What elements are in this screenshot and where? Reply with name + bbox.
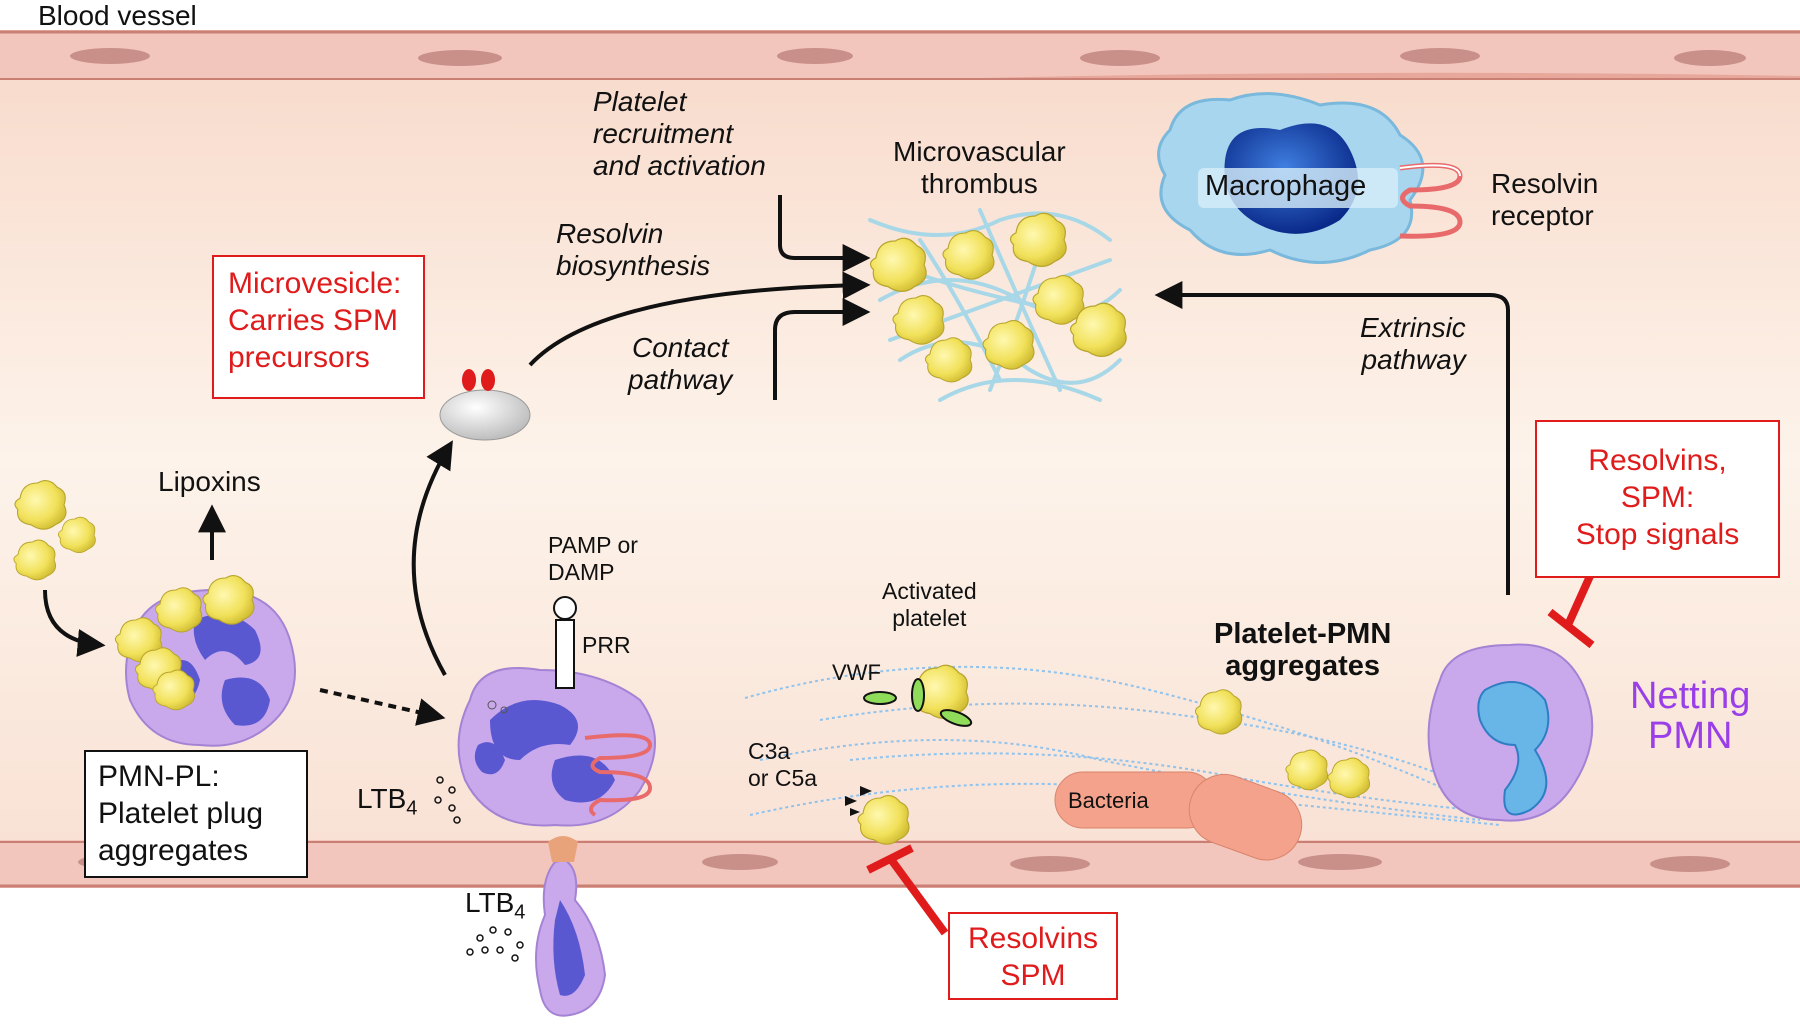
label-prr: PRR (582, 632, 631, 658)
page-title: Blood vessel (38, 0, 197, 31)
label-platelet-recruitment: Platelet recruitment and activation (593, 86, 766, 181)
macrophage-cell (1157, 92, 1425, 264)
arrows (43, 195, 1510, 726)
label-ltb4: LTB4 (357, 783, 418, 820)
label-activated-platelet: Activated platelet (882, 578, 977, 631)
label-resolvin-receptor: Resolvin receptor (1491, 168, 1599, 231)
label-netting-pmn: Netting PMN (1630, 675, 1751, 757)
label-contact-pathway: Contact pathway (628, 332, 733, 395)
pmn-cell (457, 596, 656, 827)
label-ltb4-tissue: LTB4 (465, 887, 526, 924)
pmn-platelet-aggregate (114, 574, 296, 747)
label-platelet-pmn-aggregates: Platelet-PMN aggregates (1214, 618, 1392, 682)
label-resolvin-biosynthesis: Resolvin biosynthesis (556, 218, 711, 281)
microvesicle (439, 369, 531, 441)
netting-pmn-cell (1427, 643, 1594, 822)
stop-signals-box: Resolvins, SPM: Stop signals (1535, 420, 1780, 578)
ltb4-dots (434, 776, 524, 962)
label-c3a-c5a: C3a or C5a (748, 738, 818, 791)
resolvins-spm-box: Resolvins SPM (948, 912, 1118, 1000)
label-bacteria: Bacteria (1068, 788, 1149, 813)
label-pamp-damp: PAMP or DAMP (548, 532, 638, 585)
vessel-wall-top (0, 30, 1800, 86)
activated-platelet (863, 664, 973, 727)
bacteria (1054, 771, 1303, 861)
microvesicle-box: Microvesicle: Carries SPM precursors (212, 255, 425, 399)
transmigrating-pmn (535, 836, 607, 1017)
pmn-pl-box: PMN-PL: Platelet plug aggregates (84, 750, 308, 878)
label-vwf: VWF (832, 660, 881, 685)
label-microvascular-thrombus: Microvascular thrombus (893, 136, 1066, 199)
resolvin-receptor-icon (1399, 162, 1463, 239)
label-lipoxins: Lipoxins (158, 466, 261, 497)
platelet-at-wall (845, 786, 910, 845)
label-extrinsic-pathway: Extrinsic pathway (1360, 312, 1466, 375)
inhibitor-bottom (866, 844, 949, 936)
label-macrophage: Macrophage (1205, 170, 1367, 202)
